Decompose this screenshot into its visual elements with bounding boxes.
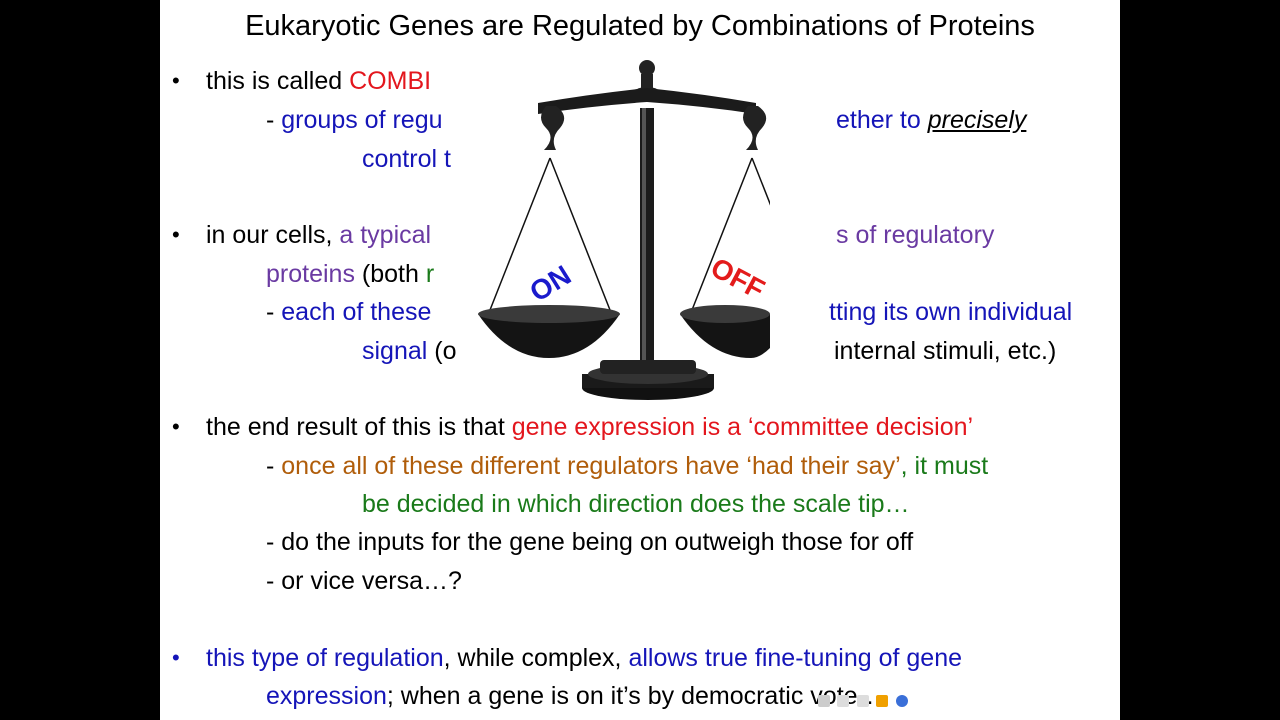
stop-icon[interactable] [856,694,869,707]
bullet-1-sub-1-cont: control t [362,145,451,173]
slide-title: Eukaryotic Genes are Regulated by Combin… [245,10,1035,42]
bullet-3-sub-1: - once all of these different regulators… [266,452,989,480]
chart-icon[interactable] [876,694,889,707]
bullet-2-sub-1-right: tting its own individual [829,298,1073,326]
bullet-3-sub-2: - do the inputs for the gene being on ou… [266,528,914,556]
bullet-2-cont: proteins (both r [266,260,435,288]
bullet-2-sub-1: - each of these [266,298,432,326]
bullet-3-sub-3: - or vice versa…? [266,567,462,595]
pause-icon[interactable] [837,694,850,707]
bullet-3-marker: • [172,414,180,439]
bullet-3-text: the end result of this is that gene expr… [206,413,974,441]
bullet-1-sub-1-right: ether to precisely [836,106,1027,134]
bullet-2-text: in our cells, a typical [206,221,432,249]
bullet-3-sub-1-cont: be decided in which direction does the s… [362,490,910,518]
scale-off-label: OFF [706,252,770,306]
slide: Eukaryotic Genes are Regulated by Combin… [160,0,1120,720]
bullet-1-marker: • [172,68,180,93]
info-icon[interactable] [895,694,908,707]
balance-scale-image: ON OFF [478,60,770,400]
bullet-1-text: this is called COMBI [206,67,432,95]
back-icon[interactable] [818,694,830,707]
bullet-2-text-right: s of regulatory [836,221,995,249]
bullet-2-marker: • [172,222,180,247]
bullet-4-marker: • [172,645,180,670]
bullet-4-cont: expression; when a gene is on it’s by de… [266,682,883,710]
bullet-2-sub-1-cont-right: internal stimuli, etc.) [834,337,1057,365]
scale-on-label: ON [524,259,576,308]
bullet-2-sub-1-cont: signal (o [362,337,457,365]
bullet-4-text: this type of regulation, while complex, … [206,644,962,672]
bullet-1-sub-1: - groups of regu [266,106,443,134]
player-controls [818,692,913,712]
